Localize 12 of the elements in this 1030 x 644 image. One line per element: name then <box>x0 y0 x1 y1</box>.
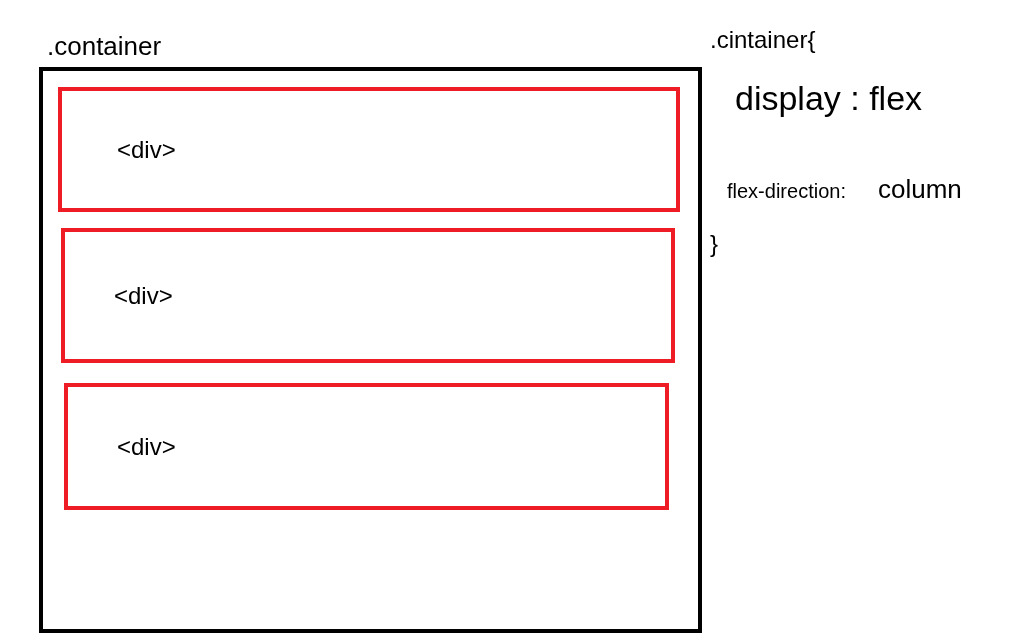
css-code-text: flex-direction: <box>727 179 846 204</box>
css-code-text: display : flex <box>735 78 923 119</box>
element-tag: <div> <box>117 428 176 465</box>
container-heading: .container <box>47 30 162 63</box>
div-box <box>61 228 675 363</box>
div-box <box>58 87 680 212</box>
css-code-text: .cintainer{ <box>710 25 816 55</box>
element-tag: <div> <box>114 277 173 314</box>
css-code-text: } <box>710 229 718 259</box>
element-tag: <div> <box>117 131 176 168</box>
div-box <box>64 383 669 510</box>
css-code-text: column <box>878 173 962 206</box>
